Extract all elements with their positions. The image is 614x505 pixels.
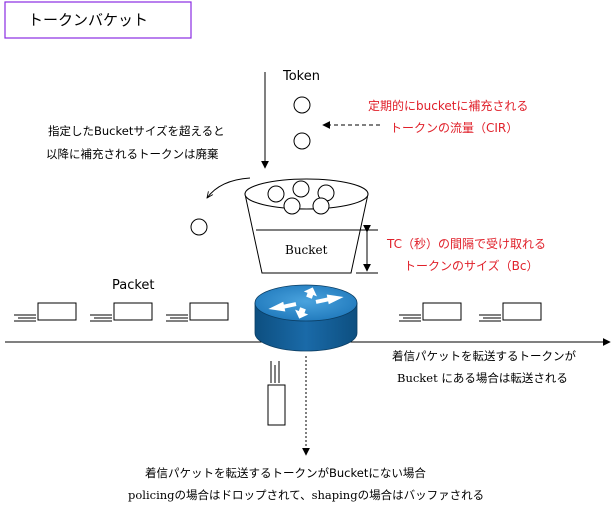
- token-circle: [293, 132, 311, 150]
- packet-icon: [399, 302, 462, 322]
- bucket: Bucket: [244, 178, 369, 274]
- token-label: Token: [282, 69, 320, 84]
- cir-annotation-line2: トークンの流量（CIR）: [390, 121, 518, 135]
- bucket-label: Bucket: [285, 243, 328, 257]
- tc-annotation-line1: TC（秒）の間隔で受け取れる: [386, 237, 546, 251]
- title-box: トークンバケット: [4, 1, 192, 39]
- forward-annotation-line2: Bucket にある場合は転送される: [397, 371, 568, 385]
- packet-icon: [90, 302, 153, 322]
- page-title: トークンバケット: [28, 11, 148, 29]
- bucket-token: [283, 197, 301, 215]
- packet-icon: [479, 302, 542, 322]
- dropped-packet-icon: [267, 361, 286, 426]
- packet-icon: [14, 302, 77, 322]
- router-icon: [254, 284, 358, 352]
- packet-label: Packet: [112, 278, 155, 293]
- packet-icon: [166, 302, 229, 322]
- bucket-token: [292, 180, 310, 198]
- forward-annotation-line1: 着信パケットを転送するトークンが: [392, 349, 576, 363]
- overflow-curve-arrow: [207, 177, 251, 198]
- overflow-annotation-line1: 指定したBucketサイズを超えると: [48, 124, 225, 138]
- overflow-annotation-line2: 以降に補充されるトークンは廃棄: [46, 147, 219, 161]
- bucket-token: [267, 185, 285, 203]
- discarded-token-circle: [190, 218, 208, 236]
- drop-annotation-line1: 着信パケットを転送するトークンがBucketにない場合: [145, 466, 426, 480]
- drop-annotation-line2: policingの場合はドロップされて、shapingの場合はバッファされる: [128, 488, 484, 502]
- token-circle: [293, 96, 311, 114]
- bucket-token: [312, 197, 330, 215]
- cir-annotation-line1: 定期的にbucketに補充される: [368, 98, 528, 113]
- tc-annotation-line2: トークンのサイズ（Bc）: [404, 258, 538, 273]
